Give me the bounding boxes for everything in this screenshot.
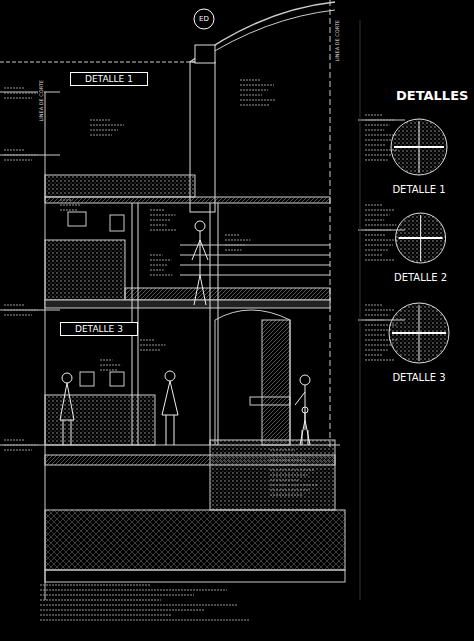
detail-circle <box>388 302 450 364</box>
detail-label: DETALLE 2 <box>392 272 449 283</box>
detail-label: ED <box>199 15 209 23</box>
detail-circle <box>392 212 449 264</box>
detail-label: DETALLE 1 <box>85 74 133 84</box>
cut-line-label: LINEA DE CORTE <box>38 80 44 122</box>
detail-callout: DETALLE 3 <box>388 302 450 383</box>
detail-callout: DETALLE 1 <box>390 118 448 195</box>
detail-callout: DETALLE 2 <box>392 212 449 283</box>
detail-tag: DETALLE 1 <box>70 72 148 86</box>
detail-label: DETALLE 1 <box>390 184 448 195</box>
detail-tag: DETALLE 3 <box>60 322 138 336</box>
sheet-title: DETALLES <box>396 88 468 103</box>
axis-bubble: ED <box>193 8 215 30</box>
detail-circle <box>390 118 448 176</box>
detail-label: DETALLE 3 <box>388 372 450 383</box>
detail-label: DETALLE 3 <box>75 324 123 334</box>
cut-line-label: LINEA DE CORTE <box>334 20 340 62</box>
